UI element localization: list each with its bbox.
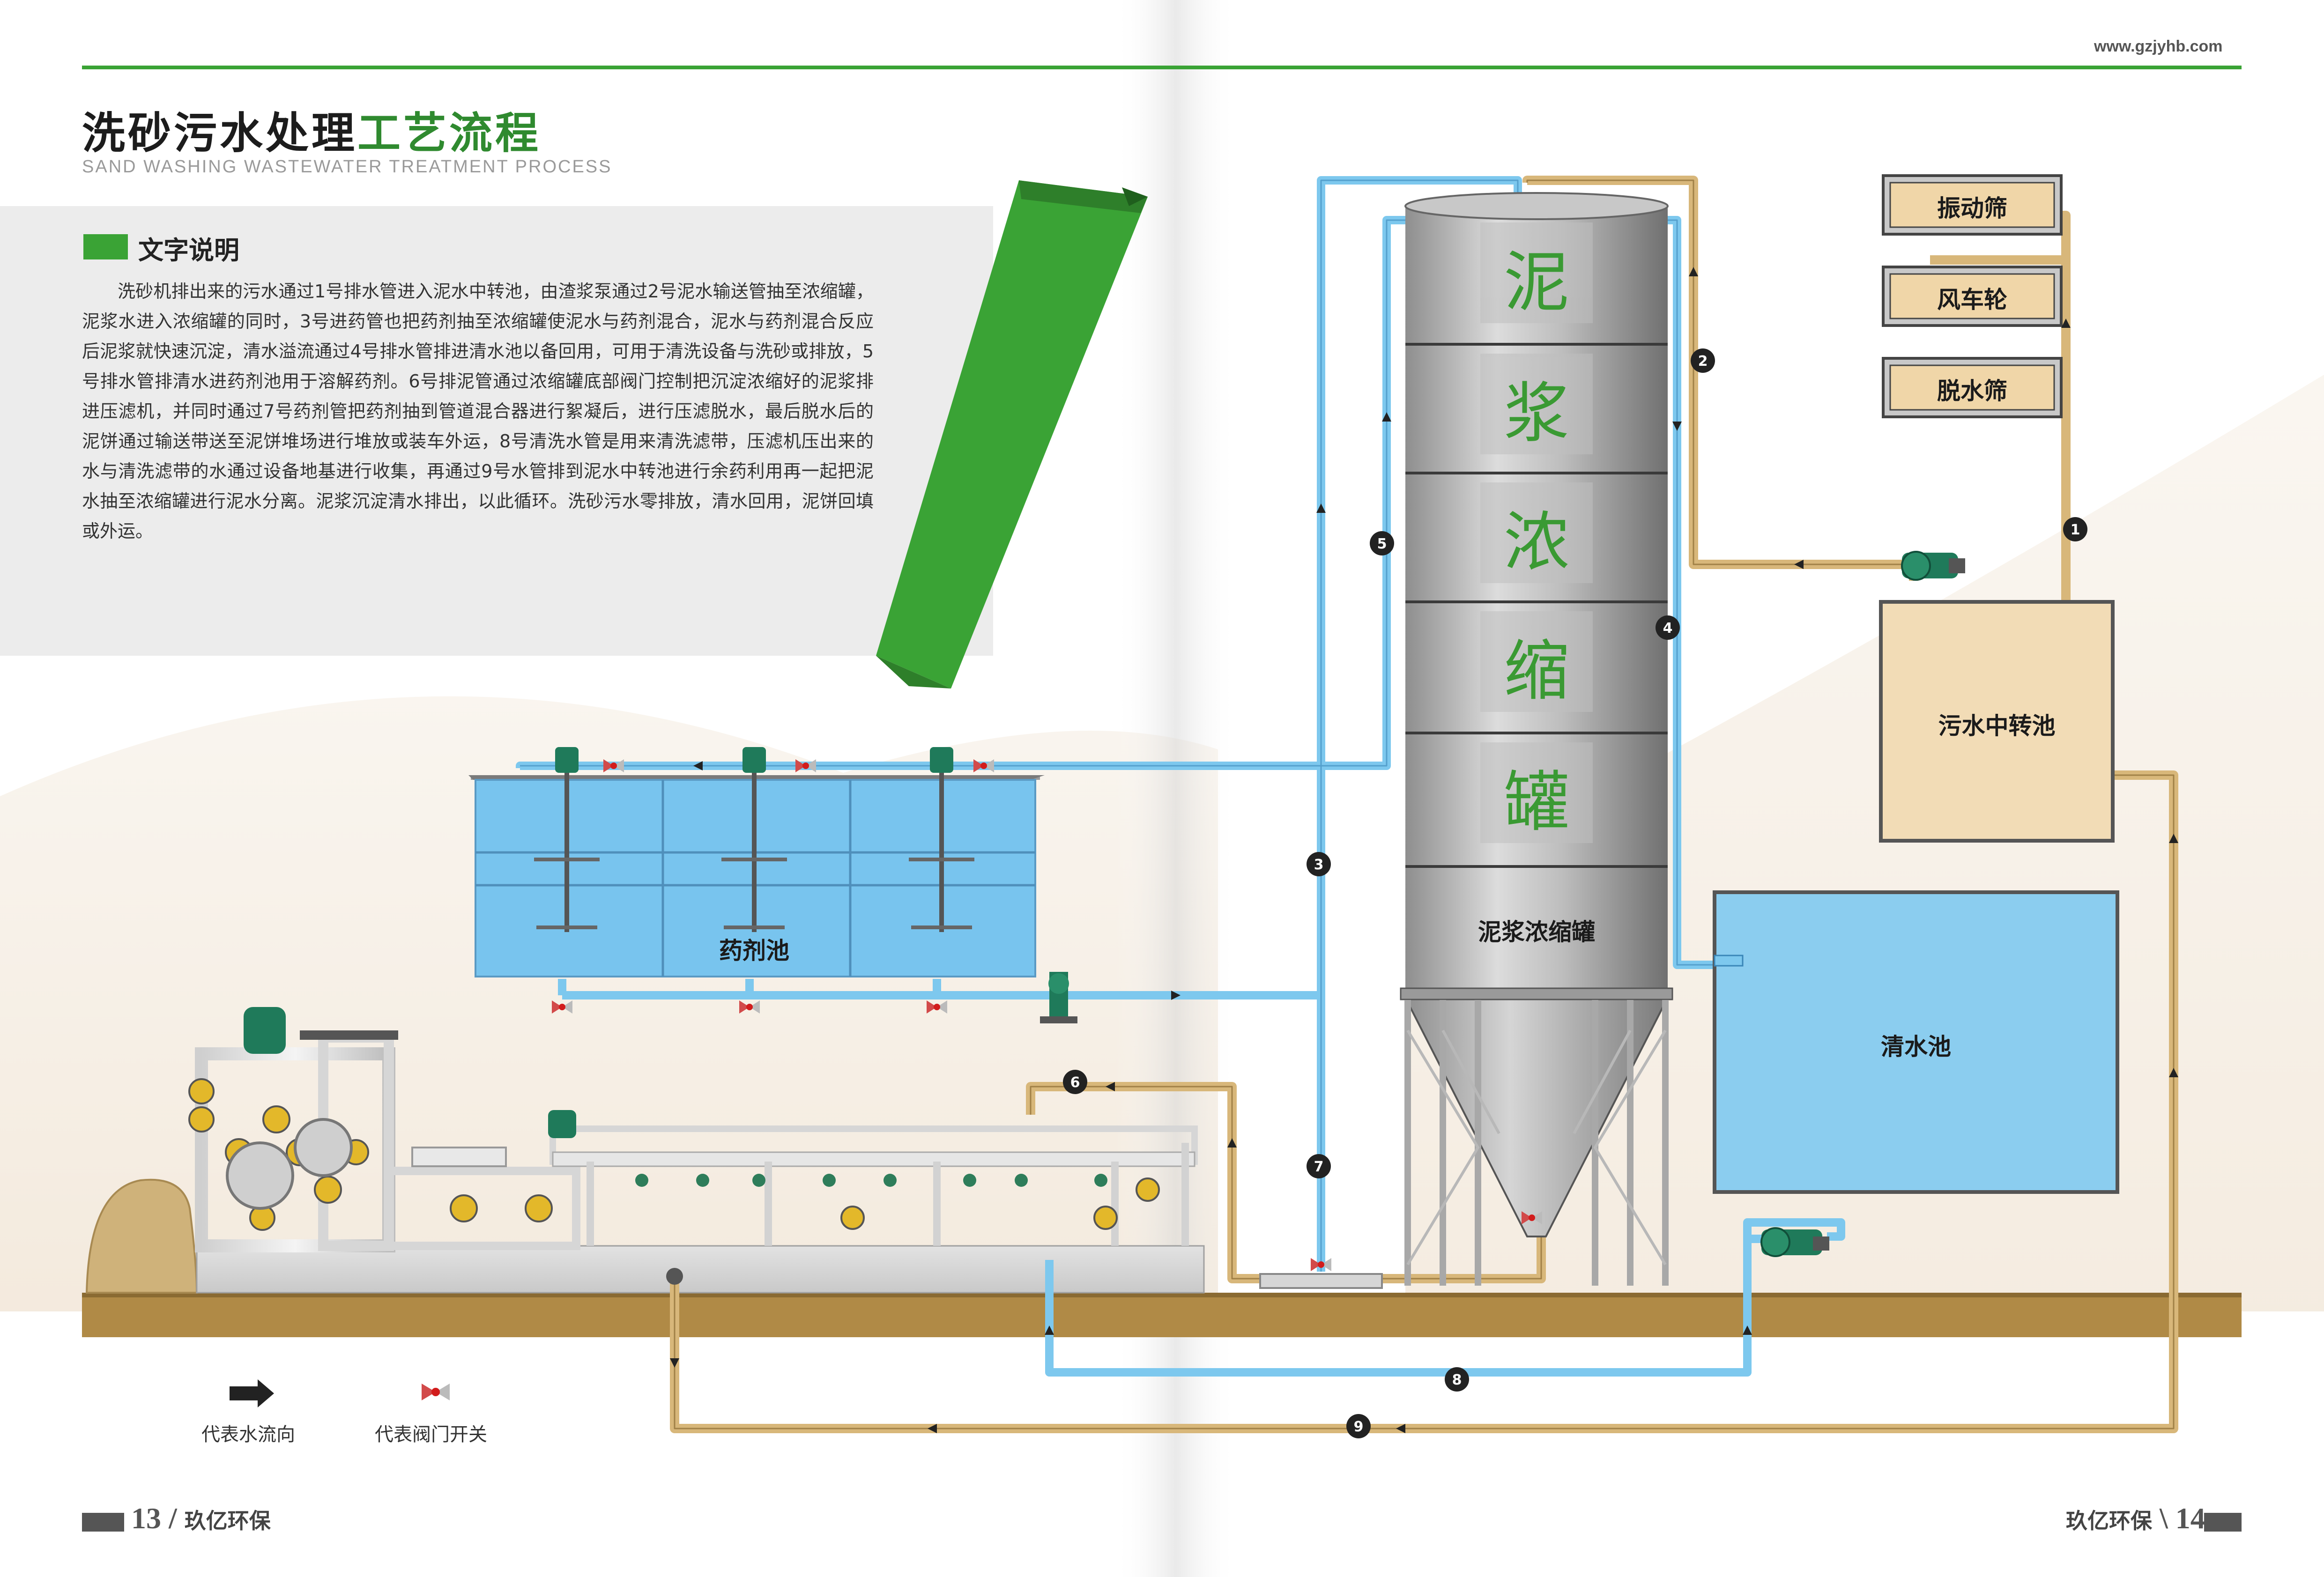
page-number-left-value: 13: [131, 1502, 161, 1535]
belt-filter-press: [188, 1007, 1198, 1285]
clear-pool-label: 清水池: [1881, 1033, 1951, 1060]
silo-char-4: 缩: [1503, 633, 1569, 710]
chemical-tank: [468, 747, 1045, 977]
silo-char-3: 浓: [1503, 504, 1569, 581]
pipe-number-5: 5: [1377, 536, 1387, 552]
pipe-number-6: 6: [1070, 1074, 1080, 1091]
silo-char-1: 泥: [1503, 244, 1569, 321]
machine-label-wind-wheel: 风车轮: [1937, 286, 2007, 313]
title-english: SAND WASHING WASTEWATER TREATMENT PROCES…: [82, 157, 612, 177]
clear-water-pump: [1760, 1227, 1829, 1257]
footer-brand-left: 玖亿环保: [184, 1508, 271, 1533]
pipe-number-9: 9: [1354, 1419, 1364, 1435]
legend-valve-icon: [422, 1384, 450, 1400]
legend-flow-arrow-icon: [230, 1379, 274, 1407]
pipe-number-4: 4: [1663, 620, 1673, 637]
footer-left-bar: [82, 1513, 124, 1532]
pipe-number-badges: 1 2 3 4 5 6 7 8 9: [1063, 348, 2087, 1438]
press-foundation: [196, 1245, 1205, 1294]
machine-boxes: [1882, 174, 2063, 418]
page-number-left: 13 / 玖亿环保: [131, 1502, 271, 1535]
website-url[interactable]: www.gzjyhb.com: [2094, 37, 2223, 55]
machine-label-dewatering-screen: 脱水筛: [1937, 378, 2007, 405]
clear-water-pool: [1713, 890, 2119, 1194]
page-title: 洗砂污水处理工艺流程: [82, 98, 541, 161]
pipe-mixer: [1259, 1273, 1383, 1289]
pipe-number-7: 7: [1314, 1159, 1324, 1175]
title-green-part: 工艺流程: [357, 108, 542, 158]
thickener-silo: [1400, 192, 1673, 1286]
green-ribbon: [876, 180, 1148, 689]
mud-cake-pile: [85, 1178, 198, 1294]
pipe-number-1: 1: [2071, 522, 2080, 538]
title-black-part: 洗砂污水处理: [82, 108, 358, 158]
slurry-pump: [1901, 551, 1965, 581]
pipe-number-2: 2: [1698, 353, 1708, 370]
flow-arrows: [670, 267, 2178, 1433]
valves: [552, 759, 1542, 1271]
pipe-number-3: 3: [1314, 857, 1324, 873]
pipe-number-8: 8: [1452, 1372, 1462, 1388]
footer-brand-right: 玖亿环保: [2066, 1508, 2152, 1533]
silo-char-5: 罐: [1503, 764, 1569, 841]
footer-right-bar: [2204, 1513, 2242, 1532]
header-green-line: [82, 66, 2242, 69]
legend-flow-label: 代表水流向: [201, 1424, 295, 1445]
transfer-pool-label: 污水中转池: [1938, 712, 2056, 740]
machine-label-vibrating-screen: 振动筛: [1937, 195, 2007, 222]
silo-char-2: 浆: [1503, 376, 1569, 452]
page-number-right-value: 14: [2175, 1502, 2205, 1535]
ground-strip: [82, 1293, 2242, 1337]
dosing-pump: [1040, 972, 1077, 1023]
page-number-right: 玖亿环保 \ 14: [2066, 1502, 2205, 1535]
chemical-tank-label: 药剂池: [719, 937, 789, 964]
legend-valve-label: 代表阀门开关: [375, 1424, 487, 1445]
silo-label: 泥浆浓缩罐: [1478, 918, 1595, 946]
description-body: 洗砂机排出来的污水通过1号排水管进入泥水中转池，由渣浆泵通过2号泥水输送管抽至浓…: [82, 281, 874, 541]
transfer-pool: [1879, 600, 2115, 843]
description-heading: 文字说明: [138, 236, 239, 265]
description-box: [0, 206, 993, 656]
heading-green-bar: [83, 234, 128, 259]
